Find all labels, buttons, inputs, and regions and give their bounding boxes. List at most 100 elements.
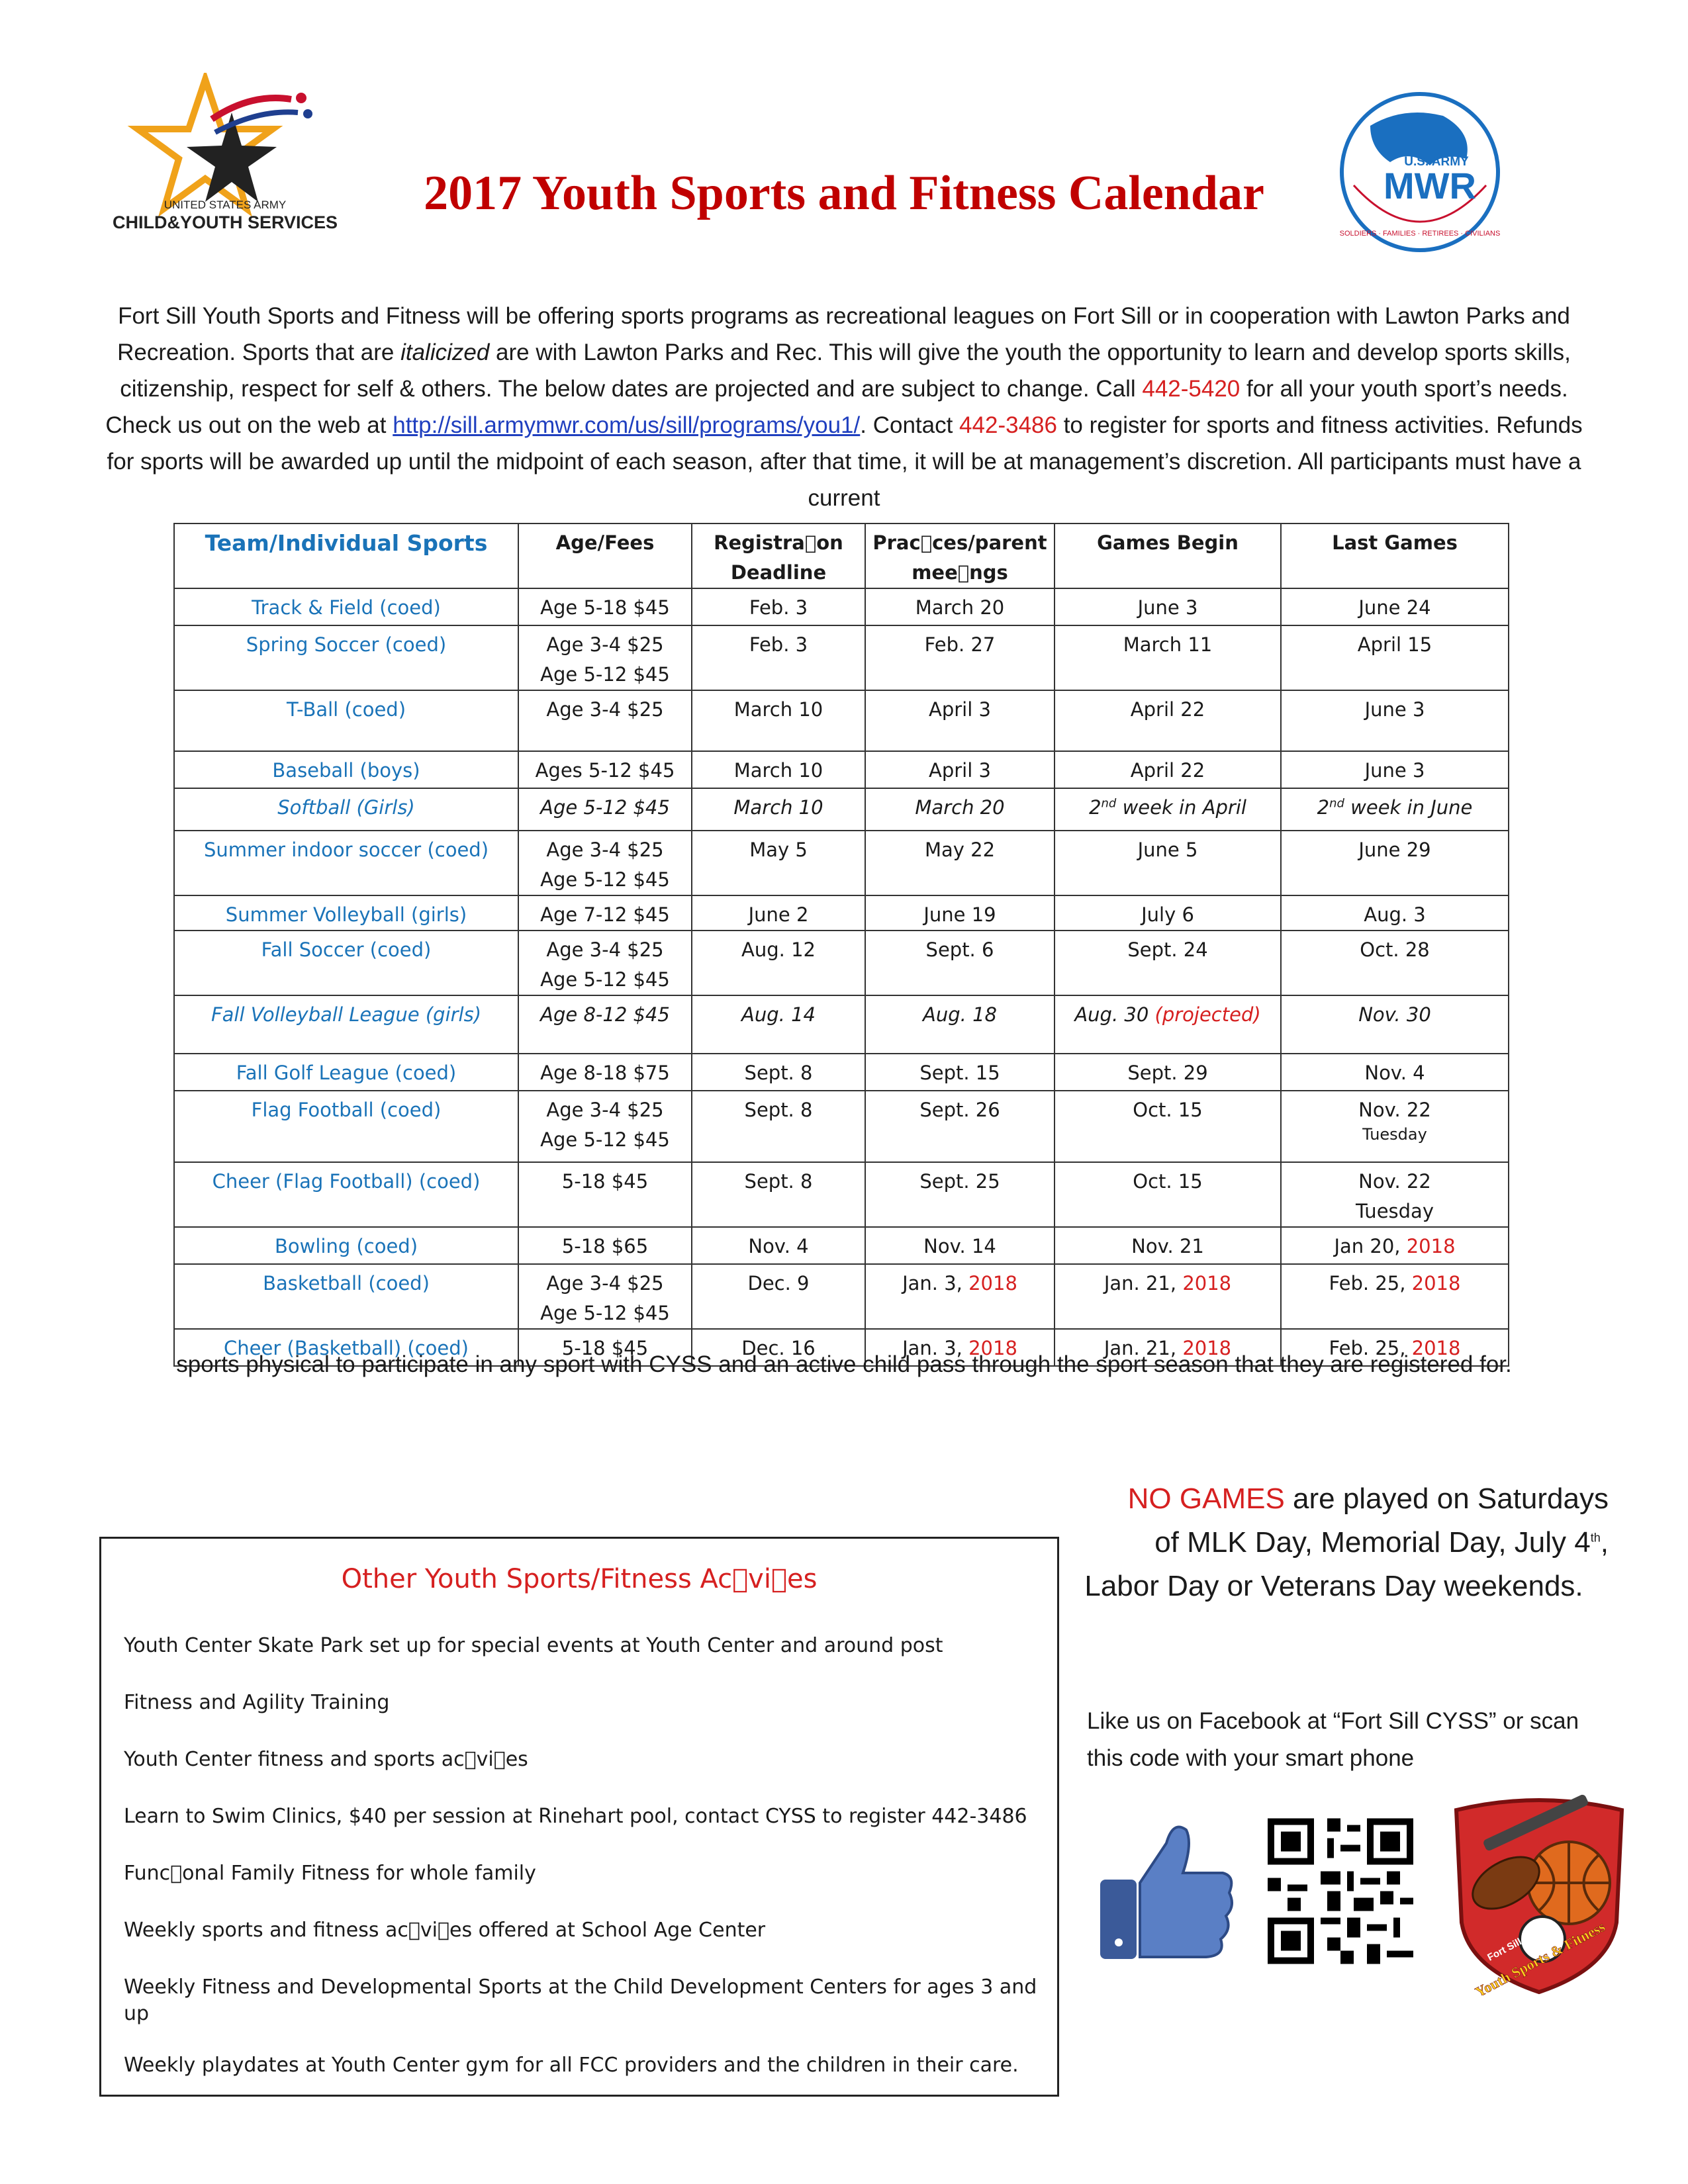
no-games-text-2: of MLK Day, Memorial Day, July 4 [1154, 1526, 1591, 1559]
sport-name: Fall Golf League (coed) [173, 1053, 519, 1091]
last-games: Oct. 28 [1280, 930, 1509, 996]
last-games: 2nd week in June [1280, 788, 1509, 831]
registration-deadline: Dec. 16 [691, 1328, 866, 1367]
col-header-games-begin: Games Begin [1054, 523, 1282, 589]
logo-dot-red [296, 93, 306, 103]
registration-deadline: May 5 [691, 830, 866, 896]
age-fees: Age 8-18 $75 [518, 1053, 692, 1091]
age-fees: 5-18 $45 [518, 1328, 692, 1367]
registration-deadline: March 10 [691, 690, 866, 752]
games-begin: 2nd week in April [1054, 788, 1282, 831]
other-activities-box: Other Youth Sports/Fitness Ac vi es Yout… [99, 1537, 1059, 2097]
qr-code-icon[interactable] [1268, 1817, 1413, 1966]
practices-date: Sept. 6 [865, 930, 1055, 996]
activity-item: Weekly playdates at Youth Center gym for… [124, 2054, 1019, 2077]
sport-name: T-Ball (coed) [173, 690, 519, 752]
thumb-hand [1139, 1825, 1233, 1958]
cys-logo: UNITED STATES ARMY CHILD&YOUTH SERVICES [113, 73, 338, 232]
games-begin: March 11 [1054, 625, 1282, 691]
games-begin-day: Jan. 21, [1103, 1272, 1183, 1295]
age-fees: Age 8-12 $45 [518, 995, 692, 1054]
last-games-day: Tuesday [1356, 1200, 1434, 1222]
age-fees: Age 3-4 $25 [518, 690, 692, 752]
mwr-logo-main: MWR [1383, 165, 1476, 206]
registration-deadline: Sept. 8 [691, 1161, 866, 1228]
games-begin: Jan. 21, 2018 [1054, 1263, 1282, 1330]
qr-finder-bottom-left [1268, 1917, 1314, 1964]
games-begin: April 22 [1054, 690, 1282, 752]
age-fee-line: Age 5-12 $45 [540, 1302, 670, 1324]
qr-finder-top-right [1367, 1818, 1413, 1865]
practices-date: Jan. 3, 2018 [865, 1328, 1055, 1367]
table-row: Softball (Girls) Age 5-12 $45 March 10 M… [173, 788, 1509, 831]
last-games-day: Feb. 25, [1329, 1337, 1412, 1359]
last-games: June 24 [1280, 588, 1509, 626]
physical-requirement-text: sports physical to participate in any sp… [176, 1351, 1512, 1377]
col-header-age-fees: Age/Fees [518, 523, 692, 589]
year-2018: 2018 [968, 1337, 1017, 1359]
football-icon [1472, 1856, 1540, 1910]
sport-name: Cheer (Basketball) (coed) [173, 1328, 519, 1367]
year-2018: 2018 [1411, 1272, 1461, 1295]
table-header-row: Team/Individual Sports Age/Fees Registra… [173, 523, 1509, 589]
sport-name: Flag Football (coed) [173, 1090, 519, 1163]
thumb-button [1115, 1938, 1123, 1946]
practices-date: Sept. 26 [865, 1090, 1055, 1163]
no-games-line-3: Labor Day or Veterans Day weekends. [1084, 1570, 1583, 1602]
last-games-date: Jan 20, [1334, 1235, 1407, 1257]
games-begin: Sept. 24 [1054, 930, 1282, 996]
last-games: Aug. 3 [1280, 895, 1509, 931]
last-games: Feb. 25, 2018 [1280, 1263, 1509, 1330]
last-games: June 3 [1280, 690, 1509, 752]
intro-text-4: . Contact [860, 412, 960, 438]
activity-item: Weekly Fitness and Developmental Sports … [124, 1976, 1037, 2025]
soccer-ball-icon [1519, 1915, 1566, 1963]
practices-day: Jan. 3, [902, 1337, 969, 1359]
practices-date: April 3 [865, 751, 1055, 789]
sport-name: Spring Soccer (coed) [173, 625, 519, 691]
age-fees: 5-18 $65 [518, 1226, 692, 1265]
age-fee-line: Age 3-4 $25 [546, 633, 664, 656]
projected-note: (projected) [1154, 1003, 1261, 1026]
games-begin: June 3 [1054, 588, 1282, 626]
page-title: 2017 Youth Sports and Fitness Calendar [424, 166, 1264, 220]
col-header-sport: Team/Individual Sports [173, 523, 519, 589]
last-games: April 15 [1280, 625, 1509, 691]
games-begin: Oct. 15 [1054, 1161, 1282, 1228]
phone-info: 442-5420 [1142, 376, 1241, 402]
web-link[interactable]: http://sill.armymwr.com/us/sill/programs… [393, 412, 861, 438]
phone-register: 442-3486 [959, 412, 1057, 438]
mwr-logo: U.S. ARMY MWR SOLDIERS · FAMILIES · RETI… [1340, 92, 1500, 252]
activity-item: Learn to Swim Clinics, $40 per session a… [124, 1805, 1027, 1828]
games-begin: Jan. 21, 2018 [1054, 1328, 1282, 1367]
activity-item: Youth Center fitness and sports ac vi es [124, 1748, 528, 1771]
practices-date: March 20 [865, 588, 1055, 626]
logo-dot-blue [303, 109, 312, 118]
registration-deadline: Dec. 9 [691, 1263, 866, 1330]
age-fees: Ages 5-12 $45 [518, 751, 692, 789]
age-fees: 5-18 $45 [518, 1161, 692, 1228]
mwr-continents [1370, 113, 1468, 165]
table-row: Bowling (coed) 5-18 $65 Nov. 4 Nov. 14 N… [173, 1226, 1509, 1265]
facebook-text: Like us on Facebook at “Fort Sill CYSS” … [1087, 1708, 1579, 1771]
week-text: week in June [1344, 796, 1473, 819]
games-begin-date: Aug. 30 [1074, 1003, 1149, 1026]
games-begin: April 22 [1054, 751, 1282, 789]
dumbbell-icon [1483, 1794, 1588, 1851]
intro-text-2: are with Lawton Parks and Rec. This will… [120, 340, 1571, 402]
sport-name: Bowling (coed) [173, 1226, 519, 1265]
registration-deadline: Feb. 3 [691, 588, 866, 626]
registration-deadline: Aug. 14 [691, 995, 866, 1054]
sport-name: Cheer (Flag Football) (coed) [173, 1161, 519, 1228]
intro-text-1: Fort Sill Youth Sports and Fitness will … [117, 303, 1570, 365]
registration-deadline: Sept. 8 [691, 1053, 866, 1091]
last-games-day: Feb. 25, [1329, 1272, 1412, 1295]
facebook-like-icon[interactable] [1094, 1817, 1239, 1966]
age-fee-line: Age 3-4 $25 [546, 1099, 664, 1121]
games-begin: Oct. 15 [1054, 1090, 1282, 1163]
